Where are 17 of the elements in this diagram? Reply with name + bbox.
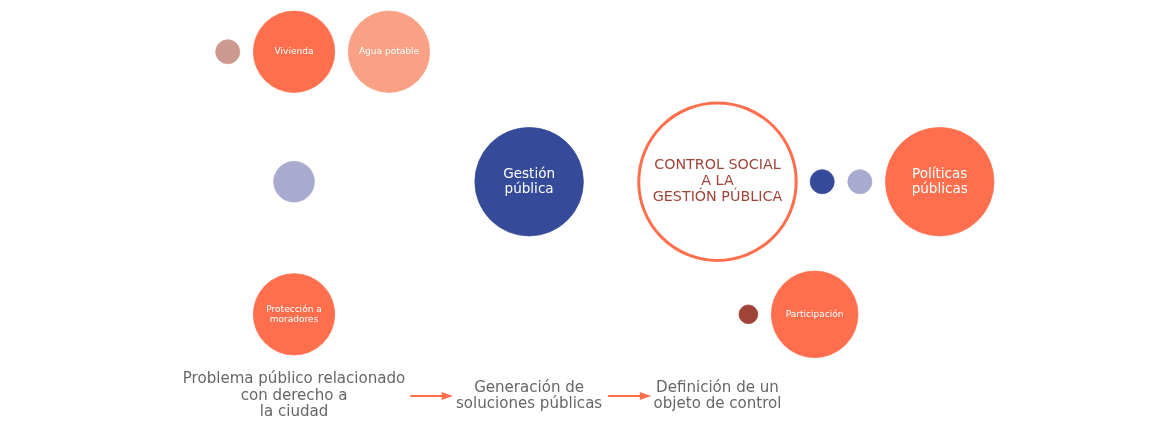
node-circle: Participación: [770, 270, 858, 358]
node-circle: Políticas públicas: [884, 127, 994, 237]
node-circle: Vivienda: [252, 10, 335, 93]
node-circle: [272, 161, 315, 203]
node-circle: [214, 39, 240, 65]
arrow: [606, 392, 651, 401]
node-circle: [809, 169, 835, 195]
node-circle: CONTROL SOCIAL A LA GESTIÓN PÚBLICA: [636, 101, 798, 262]
node-circle: Protección a moradores: [252, 273, 335, 356]
node-circle: [738, 304, 758, 325]
arrow: [408, 392, 453, 401]
node-text: Definición de un objeto de control: [653, 377, 781, 413]
node-circle: Gestión pública: [474, 127, 584, 237]
node-circle: Agua potable: [347, 10, 430, 93]
node-text: Generación de soluciones públicas: [455, 377, 602, 413]
node-text: Problema público relacionado con derecho a la ciudad: [182, 369, 405, 421]
node-circle: [846, 169, 872, 195]
